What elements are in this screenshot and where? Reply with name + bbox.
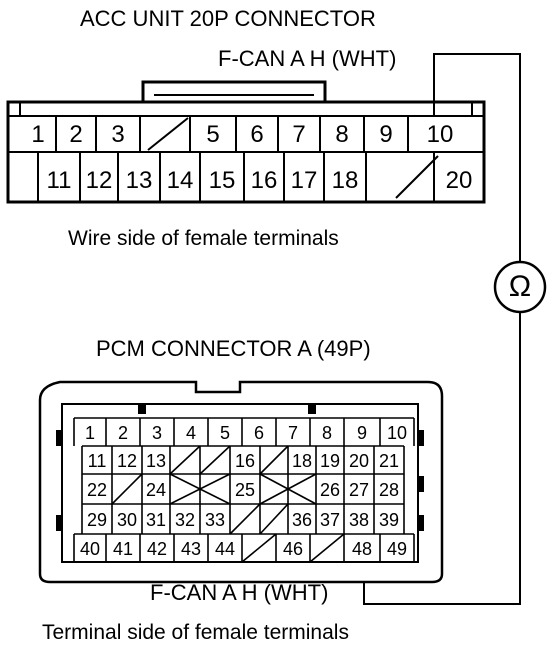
pcm-probe-label: F-CAN A H (WHT) (150, 580, 329, 605)
pcm-terminal-5: 5 (219, 423, 231, 443)
pcm-connector (38, 380, 444, 584)
acc-terminal-16: 16 (250, 167, 278, 194)
pcm-terminal-29: 29 (86, 510, 108, 530)
acc-terminal-12: 12 (85, 167, 113, 194)
pcm-terminal-24: 24 (145, 480, 167, 500)
ohmmeter-symbol: Ω (508, 270, 532, 303)
pcm-terminal-44: 44 (214, 539, 236, 559)
pcm-terminal-10: 10 (386, 423, 408, 443)
acc-terminal-11: 11 (46, 167, 72, 194)
acc-terminal-8: 8 (335, 121, 349, 148)
acc-terminal-5: 5 (206, 121, 220, 148)
pcm-terminal-22: 22 (86, 480, 108, 500)
pcm-terminal-8: 8 (321, 423, 333, 443)
pcm-terminal-36: 36 (291, 510, 313, 530)
pcm-terminal-37: 37 (319, 510, 341, 530)
acc-empty-slot-19 (395, 155, 439, 199)
acc-terminal-18: 18 (331, 167, 359, 194)
acc-connector (6, 80, 486, 204)
pcm-terminal-33: 33 (204, 510, 226, 530)
pcm-terminal-26: 26 (319, 480, 341, 500)
pcm-terminal-18: 18 (291, 451, 313, 471)
pcm-terminal-9: 9 (356, 423, 368, 443)
pcm-terminal-4: 4 (185, 423, 197, 443)
pcm-terminal-21: 21 (378, 451, 400, 471)
acc-terminal-20: 20 (445, 167, 473, 194)
acc-probe-label: F-CAN A H (WHT) (218, 46, 397, 71)
acc-terminal-7: 7 (292, 121, 306, 148)
pcm-terminal-49: 49 (386, 539, 408, 559)
pcm-terminal-42: 42 (146, 539, 168, 559)
acc-empty-slot-4 (147, 117, 189, 151)
pcm-terminal-12: 12 (116, 451, 138, 471)
pcm-terminal-19: 19 (319, 451, 341, 471)
pcm-terminal-25: 25 (234, 480, 256, 500)
acc-side-caption: Wire side of female terminals (68, 227, 339, 250)
pcm-terminal-27: 27 (348, 480, 370, 500)
acc-terminal-6: 6 (250, 121, 264, 148)
pcm-terminal-31: 31 (145, 510, 167, 530)
pcm-terminal-16: 16 (234, 451, 256, 471)
pcm-terminal-13: 13 (145, 451, 167, 471)
acc-terminal-10: 10 (426, 121, 454, 148)
pcm-terminal-1: 1 (84, 423, 96, 443)
pcm-terminal-39: 39 (378, 510, 400, 530)
pcm-inner-frame (61, 403, 419, 563)
pcm-terminal-38: 38 (348, 510, 370, 530)
pcm-terminal-43: 43 (180, 539, 202, 559)
acc-terminal-1: 1 (31, 121, 45, 148)
pcm-terminal-28: 28 (378, 480, 400, 500)
pcm-connector-title: PCM CONNECTOR A (49P) (96, 336, 371, 361)
pcm-terminal-11: 11 (87, 451, 107, 471)
acc-terminal-2: 2 (69, 121, 83, 148)
pcm-side-caption: Terminal side of female terminals (42, 621, 349, 644)
pcm-terminal-32: 32 (174, 510, 196, 530)
pcm-terminal-40: 40 (79, 539, 101, 559)
pcm-terminal-46: 46 (282, 539, 304, 559)
pcm-terminal-48: 48 (351, 539, 373, 559)
pcm-terminal-6: 6 (253, 423, 265, 443)
pcm-terminal-30: 30 (116, 510, 138, 530)
acc-terminal-9: 9 (379, 121, 393, 148)
acc-terminal-15: 15 (208, 167, 236, 194)
acc-terminal-3: 3 (111, 121, 125, 148)
pcm-terminal-41: 41 (112, 539, 134, 559)
pcm-terminal-2: 2 (117, 423, 129, 443)
acc-terminal-17: 17 (290, 167, 318, 194)
pcm-terminal-3: 3 (151, 423, 163, 443)
acc-terminal-14: 14 (166, 167, 194, 194)
acc-terminal-13: 13 (125, 167, 153, 194)
acc-connector-title: ACC UNIT 20P CONNECTOR (80, 6, 376, 31)
pcm-terminal-7: 7 (287, 423, 299, 443)
pcm-terminal-20: 20 (348, 451, 370, 471)
